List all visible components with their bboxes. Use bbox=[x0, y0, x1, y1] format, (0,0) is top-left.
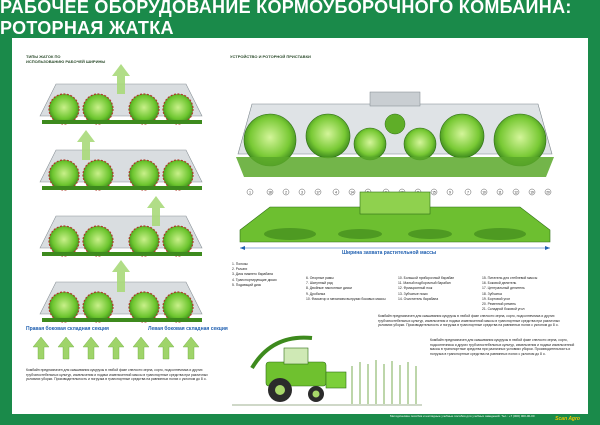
callout-3: 2 bbox=[285, 190, 287, 194]
harvester-illustration bbox=[232, 335, 422, 406]
callout-13: 9 bbox=[449, 190, 451, 194]
center-paragraph: Комбайн предназначен для скашивания куку… bbox=[378, 314, 560, 328]
header-variant-3 bbox=[39, 196, 203, 257]
legend-item: 9. Дробилка bbox=[306, 291, 326, 296]
legend-item: 11. Малый подборочный барабан bbox=[398, 281, 451, 286]
legend-item: 20. Ременной ремень bbox=[482, 302, 516, 307]
front-view bbox=[239, 191, 551, 243]
legend-item: 4. Транспортирующие диски bbox=[232, 277, 277, 282]
legend-item: 14. Очиститель барабана bbox=[398, 296, 439, 301]
legend-col-1: 1. Полозы 2. Рычаги 3. Диск нижнего бара… bbox=[232, 262, 277, 288]
callout-15: 10 bbox=[482, 190, 486, 194]
callout-16: 11 bbox=[498, 190, 502, 194]
right-paragraph: Комбайн предназначен для скашивания куку… bbox=[430, 338, 575, 356]
width-dimension bbox=[240, 246, 550, 250]
rotary-header-diagram: 1 18 2 3 17 4 14 5 6 16 8 15 9 7 10 11 1… bbox=[236, 91, 554, 250]
left-section-label: Левая боковая складная секция bbox=[148, 326, 228, 332]
callout-7: 14 bbox=[350, 190, 354, 194]
callout-2: 18 bbox=[268, 190, 272, 194]
callout-1: 1 bbox=[249, 190, 251, 194]
legend-col-2: 6. Опорные рамы 7. Шатунный ряд 8. Двойн… bbox=[306, 276, 390, 302]
legend-item: 7. Шатунный ряд bbox=[306, 281, 333, 286]
right-heading: УСТРОЙСТВО И РОТОРНОЙ ПРИСТАВКИ bbox=[230, 54, 311, 59]
legend-item: 6. Опорные рамы bbox=[306, 276, 334, 280]
forage-harvester bbox=[250, 335, 347, 402]
legend-item: 18. Зубчатка bbox=[482, 291, 502, 296]
header-variant-2 bbox=[39, 130, 203, 191]
legend-item: 15. Питатель для стеблевой массы bbox=[482, 276, 538, 280]
callout-18: 19 bbox=[530, 190, 534, 194]
legend-item: 17. Центральный делитель bbox=[482, 286, 525, 291]
callout-19: 20 bbox=[546, 190, 550, 194]
legend-item: 5. Подающий диск bbox=[232, 282, 261, 287]
top-view bbox=[236, 91, 554, 177]
callout-4: 3 bbox=[301, 190, 303, 194]
footer-text: Методические пособия и наглядные учебные… bbox=[390, 414, 535, 418]
legend-item: 21. Складной боковой угол bbox=[482, 307, 525, 312]
arrow-row bbox=[32, 336, 200, 360]
legend-item: 16. Боковой делитель bbox=[482, 281, 517, 286]
left-heading: ТИПЫ ЖАТОК ПО ИСПОЛЬЗОВАНИЮ РАБОЧЕЙ ШИРИ… bbox=[26, 54, 106, 64]
header-variant-1 bbox=[39, 64, 203, 125]
legend-item: 3. Диск нижнего барабана bbox=[232, 272, 273, 277]
content-panel: ТИПЫ ЖАТОК ПО ИСПОЛЬЗОВАНИЮ РАБОЧЕЙ ШИРИ… bbox=[12, 38, 588, 414]
callout-6: 4 bbox=[335, 190, 337, 194]
width-caption: Ширина захвата растительной массы bbox=[342, 250, 437, 256]
legend-item: 2. Рычаги bbox=[232, 267, 248, 272]
footer: Методические пособия и наглядные учебные… bbox=[12, 414, 588, 425]
legend-item: 10. Фиксатор и механизм выгрузки боковых… bbox=[306, 296, 386, 301]
legend-col-4: 15. Питатель для стеблевой массы 16. Бок… bbox=[482, 276, 537, 312]
legend-item: 13. Зубчатые ножи bbox=[398, 291, 428, 296]
left-paragraph: Комбайн предназначен для скашивания куку… bbox=[26, 368, 208, 382]
header-variants bbox=[39, 64, 203, 323]
legend-col-3: 10. Большой приборочный барабан 11. Малы… bbox=[398, 276, 454, 302]
callout-5: 17 bbox=[316, 190, 320, 194]
legend-item: 12. Фрикционный нож bbox=[398, 286, 433, 291]
corn-field bbox=[351, 360, 417, 404]
legend-item: 19. Бортовой угол bbox=[482, 296, 511, 301]
poster-title: РАБОЧЕЕ ОБОРУДОВАНИЕ КОРМОУБОРОЧНОГО КОМ… bbox=[0, 0, 572, 38]
legend-item: 1. Полозы bbox=[232, 262, 248, 266]
right-section-label: Правая боковая складная секция bbox=[26, 326, 109, 332]
publisher-logo: Sсan Agro bbox=[555, 416, 580, 422]
callout-14: 7 bbox=[467, 190, 469, 194]
callout-12: 15 bbox=[432, 190, 436, 194]
legend-item: 10. Большой приборочный барабан bbox=[398, 276, 455, 280]
legend-item: 8. Двойные наклонные диски bbox=[306, 286, 352, 291]
header-variant-4 bbox=[39, 260, 203, 323]
callout-17: 12 bbox=[514, 190, 518, 194]
